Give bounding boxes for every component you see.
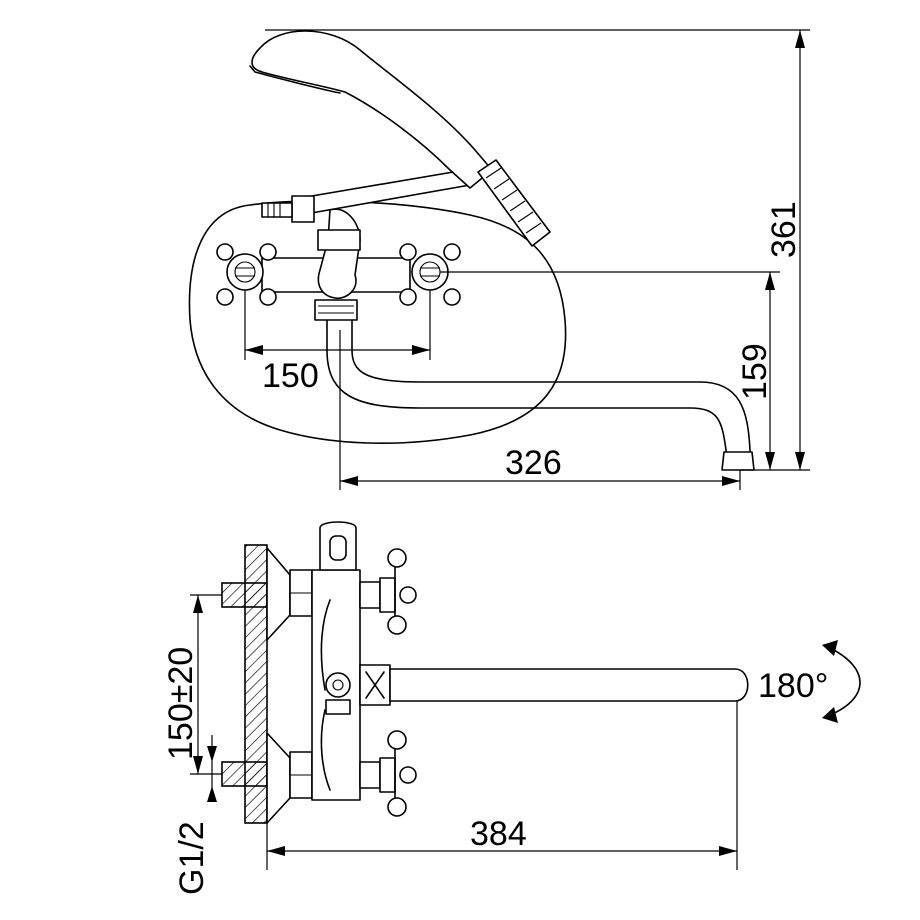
top-view: 361 159 150 326: [188, 29, 810, 490]
dim-150-label: 150: [262, 357, 319, 395]
spout-nut: [314, 299, 358, 321]
lower-eccentric: [221, 761, 268, 787]
upper-eccentric: [221, 582, 268, 608]
hand-shower: [251, 30, 493, 189]
shower-holder-arm: [299, 169, 471, 216]
dim-159-label: 159: [736, 343, 774, 400]
side-spout-pipe: [389, 668, 749, 702]
dim-150pm20-label: 150±20: [162, 647, 200, 760]
upper-escutcheon: [266, 547, 291, 641]
hose-ribs: [485, 167, 542, 234]
dim-g12-label: G1/2: [173, 821, 211, 895]
wall-plate-outline: [188, 200, 567, 445]
rotation-arc: [829, 647, 861, 716]
dim-384-label: 384: [470, 815, 527, 853]
shower-head-face: [249, 65, 341, 94]
side-view: 180° 150±20 G1/2 384: [162, 521, 861, 895]
diverter-knob: [325, 672, 351, 698]
diverter-collar: [317, 229, 361, 251]
left-handle: [216, 243, 277, 306]
dim-361-label: 361: [765, 201, 803, 258]
lower-escutcheon: [266, 732, 291, 824]
shower-outlet: [291, 195, 315, 223]
side-lower-handle: [359, 730, 417, 817]
spout-tip: [721, 451, 755, 471]
spout-outline: [326, 317, 753, 471]
rotation-label: 180°: [758, 667, 828, 705]
dim-326-label: 326: [505, 444, 562, 482]
wall-section: [244, 544, 268, 824]
shower-hose-end: [477, 159, 551, 247]
diverter-lever: [317, 208, 361, 300]
right-handle: [399, 243, 461, 306]
hose-connector: [261, 202, 293, 218]
side-upper-handle: [359, 548, 417, 635]
